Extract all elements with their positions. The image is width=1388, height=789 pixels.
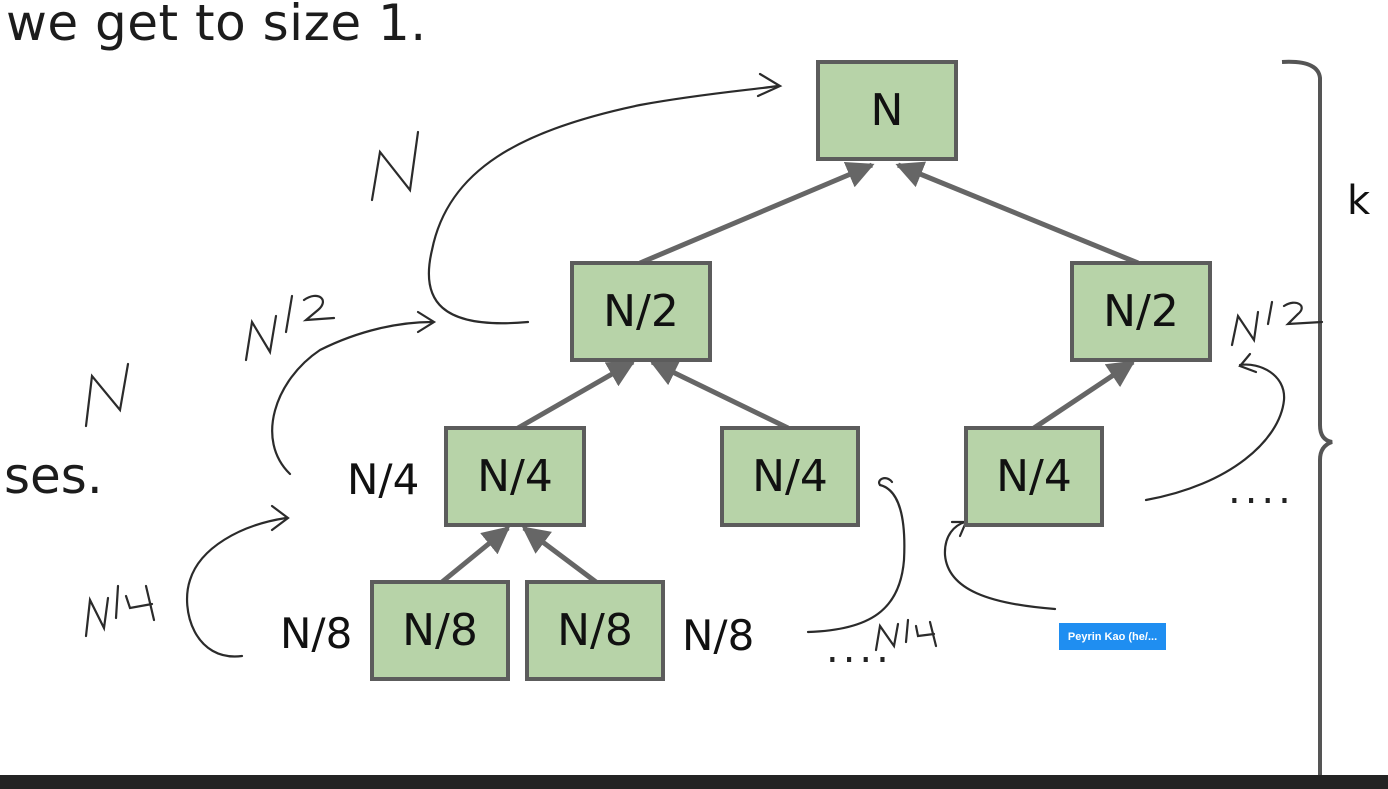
ink-arrow-mid-l3-to-l2 (806, 483, 906, 634)
tree-node-level3-a: N/8 (370, 580, 510, 681)
ink-label-n-over-2-right (1230, 300, 1324, 347)
edge-l1r-to-root (895, 161, 1139, 266)
edge-l1l-to-root (639, 161, 875, 266)
tree-node-level2-a: N/4 (444, 426, 586, 527)
tree-node-level1-right: N/2 (1070, 261, 1212, 362)
tree-node-level3-b: N/8 (525, 580, 665, 681)
video-bottom-bar (0, 775, 1388, 789)
ink-label-n-over-2-left (244, 294, 336, 362)
slide-side-text: ses. (4, 447, 103, 505)
participant-name-badge[interactable]: Peyrin Kao (he/... (1059, 623, 1166, 650)
outside-label-n4-left: N/4 (347, 455, 420, 504)
edge-l2c-to-l1r (1032, 359, 1136, 431)
tree-node-root: N (816, 60, 958, 161)
ink-label-n-over-4-left (84, 584, 156, 638)
outside-label-n8-right: N/8 (682, 611, 755, 660)
ink-label-top-n (370, 130, 420, 202)
tree-node-level2-b: N/4 (720, 426, 860, 527)
tree-node-level2-c: N/4 (964, 426, 1104, 527)
tree-edges (440, 161, 1139, 584)
level-brace (1281, 59, 1333, 775)
ink-arrow-l1-to-root (427, 84, 780, 325)
outside-label-n8-left: N/8 (280, 609, 353, 658)
ellipsis-bottom: .... (826, 626, 893, 672)
edge-l2b-to-l1l (649, 359, 790, 431)
edge-l3b-to-l2a (521, 526, 598, 584)
ink-label-n-mid (84, 362, 130, 428)
slide-heading: we get to size 1. (6, 0, 427, 52)
ellipsis-right: .... (1228, 467, 1295, 513)
edge-l2a-to-l1l (516, 359, 636, 431)
tree-node-level1-left: N/2 (570, 261, 712, 362)
brace-label-k: k (1347, 178, 1371, 224)
handwritten-arrows (186, 72, 1286, 658)
handwritten-labels (84, 130, 1324, 652)
ink-arrow-right-l2-to-l1 (1144, 363, 1286, 502)
ink-arrow-l3-to-l2 (186, 516, 288, 658)
edge-l3a-to-l2a (440, 526, 511, 584)
ink-arrow-right-l3-to-l2 (943, 520, 1057, 611)
ink-label-n-over-4-right (874, 618, 938, 652)
ink-arrow-l2-to-l1 (271, 320, 434, 476)
